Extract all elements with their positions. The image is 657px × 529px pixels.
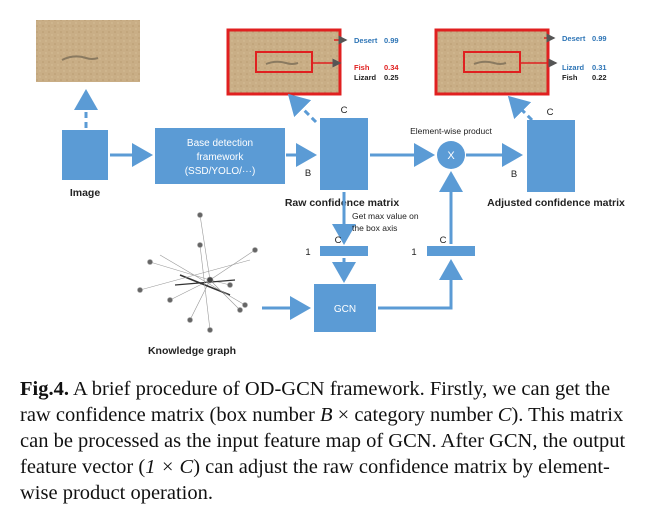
raw-det-low-name: Lizard bbox=[354, 73, 377, 82]
gcn-block bbox=[314, 284, 376, 332]
image-label: Image bbox=[70, 187, 101, 199]
adj-det-low-name: Fish bbox=[562, 73, 578, 82]
base-detection-line2: framework bbox=[197, 152, 245, 163]
raw-det-top-score: 0.99 bbox=[384, 36, 399, 45]
knowledge-graph-label: Knowledge graph bbox=[148, 345, 236, 357]
raw-det-low-score: 0.25 bbox=[384, 73, 399, 82]
raw-matrix-label: Raw confidence matrix bbox=[285, 197, 400, 209]
raw-det-top-name: Desert bbox=[354, 36, 378, 45]
image-block bbox=[62, 130, 108, 180]
caption-part1: A brief procedure of OD-GCN framework. F… bbox=[20, 378, 611, 426]
adjusted-detection-image bbox=[434, 28, 558, 96]
caption-times: × category number bbox=[332, 404, 498, 426]
adj-det-mid-name: Lizard bbox=[562, 63, 585, 72]
element-wise-symbol: X bbox=[447, 150, 455, 162]
adjusted-up-arrow bbox=[507, 95, 534, 122]
max-vector-1-label: 1 bbox=[305, 247, 310, 258]
adj-det-mid-score: 0.31 bbox=[592, 63, 607, 72]
max-value-line1: Get max value on bbox=[352, 211, 419, 221]
raw-det-mid-score: 0.34 bbox=[384, 63, 399, 72]
max-vector-C-label: C bbox=[335, 235, 342, 246]
base-detection-line3: (SSD/YOLO/···) bbox=[185, 166, 256, 177]
adj-det-low-score: 0.22 bbox=[592, 73, 607, 82]
max-vector-block bbox=[320, 246, 368, 256]
element-wise-node bbox=[437, 141, 465, 169]
output-vector-C-label: C bbox=[440, 235, 447, 246]
raw-detection-image bbox=[226, 28, 348, 96]
caption-vec: 1 × C bbox=[145, 456, 194, 478]
adjusted-matrix-label: Adjusted confidence matrix bbox=[487, 197, 625, 209]
figure-caption: Fig.4. A brief procedure of OD-GCN frame… bbox=[20, 376, 645, 506]
element-wise-label: Element-wise product bbox=[410, 126, 492, 136]
max-value-line2: the box axis bbox=[352, 223, 397, 233]
adj-det-top-name: Desert bbox=[562, 34, 586, 43]
raw-matrix-B-label: B bbox=[305, 168, 311, 179]
input-image bbox=[36, 20, 140, 82]
framework-diagram: Image Base detection framework (SSD/YOLO… bbox=[36, 20, 625, 357]
raw-matrix-C-label: C bbox=[341, 105, 348, 116]
caption-C: C bbox=[497, 404, 512, 426]
adjusted-matrix-C-label: C bbox=[547, 107, 554, 118]
adjusted-matrix-block bbox=[527, 120, 575, 192]
base-detection-line1: Base detection bbox=[187, 138, 253, 149]
caption-part3: ) can adjust the raw confidence matrix b… bbox=[20, 456, 610, 504]
caption-B: B bbox=[319, 404, 333, 426]
gcn-label: GCN bbox=[334, 304, 356, 315]
raw-det-mid-name: Fish bbox=[354, 63, 370, 72]
raw-up-arrow bbox=[287, 93, 318, 124]
adj-det-top-score: 0.99 bbox=[592, 34, 607, 43]
base-detection-block bbox=[155, 128, 285, 184]
adjusted-matrix-B-label: B bbox=[511, 169, 517, 180]
arrow-gcn-to-output bbox=[378, 259, 463, 310]
raw-matrix-block bbox=[320, 118, 368, 190]
caption-part2: ). This matrix can be processed as the i… bbox=[20, 404, 626, 478]
caption-fig-label: Fig.4. bbox=[20, 378, 69, 400]
output-vector-1-label: 1 bbox=[411, 247, 416, 258]
output-vector-block bbox=[427, 246, 475, 256]
knowledge-graph bbox=[137, 212, 258, 333]
